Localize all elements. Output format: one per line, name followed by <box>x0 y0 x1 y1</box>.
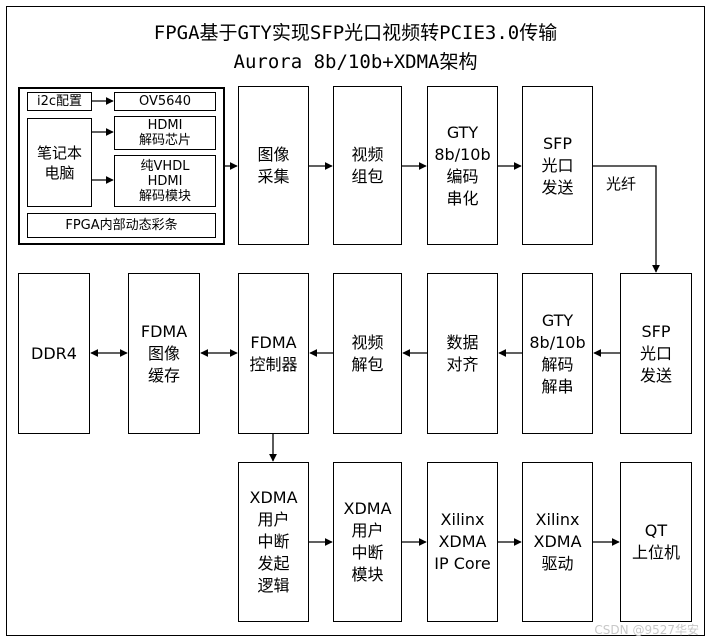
fiber-label: 光纤 <box>606 175 637 193</box>
fdma-controller-box: FDMA 控制器 <box>238 273 309 434</box>
data-align-box: 数据 对齐 <box>427 273 498 434</box>
gty-encode-box: GTY 8b/10b 编码 串化 <box>427 86 498 245</box>
xdma-irq-logic-box: XDMA 用户 中断 发起 逻辑 <box>238 462 309 622</box>
sfp-tx-box: SFP 光口 发送 <box>522 86 593 245</box>
xdma-ip-core-box: Xilinx XDMA IP Core <box>427 462 498 622</box>
fdma-buffer-box: FDMA 图像 缓存 <box>128 273 200 434</box>
ddr4-box: DDR4 <box>18 273 90 434</box>
diagram-title: FPGA基于GTY实现SFP光口视频转PCIE3.0传输 <box>153 22 558 44</box>
diagram-frame <box>6 6 705 636</box>
gty-decode-box: GTY 8b/10b 解码 解串 <box>522 273 593 434</box>
hdmi-decoder-chip-box: HDMI 解码芯片 <box>114 116 216 150</box>
qt-host-box: QT 上位机 <box>620 462 692 622</box>
watermark: CSDN @9527华安 <box>594 623 699 637</box>
xdma-irq-module-box: XDMA 用户 中断 模块 <box>333 462 402 622</box>
xdma-driver-box: Xilinx XDMA 驱动 <box>522 462 593 622</box>
sfp-rx-box: SFP 光口 发送 <box>620 273 692 434</box>
fpga-colorbar-box: FPGA内部动态彩条 <box>27 213 216 238</box>
video-pack-box: 视频 组包 <box>333 86 402 245</box>
video-source-group <box>18 87 225 245</box>
laptop-box: 笔记本 电脑 <box>27 118 92 207</box>
video-unpack-box: 视频 解包 <box>333 273 402 434</box>
ov5640-box: OV5640 <box>114 92 216 111</box>
image-capture-box: 图像 采集 <box>238 86 309 245</box>
diagram-subtitle: Aurora 8b/10b+XDMA架构 <box>233 51 478 73</box>
i2c-config-box: i2c配置 <box>27 92 92 111</box>
vhdl-hdmi-decoder-box: 纯VHDL HDMI 解码模块 <box>114 155 216 207</box>
